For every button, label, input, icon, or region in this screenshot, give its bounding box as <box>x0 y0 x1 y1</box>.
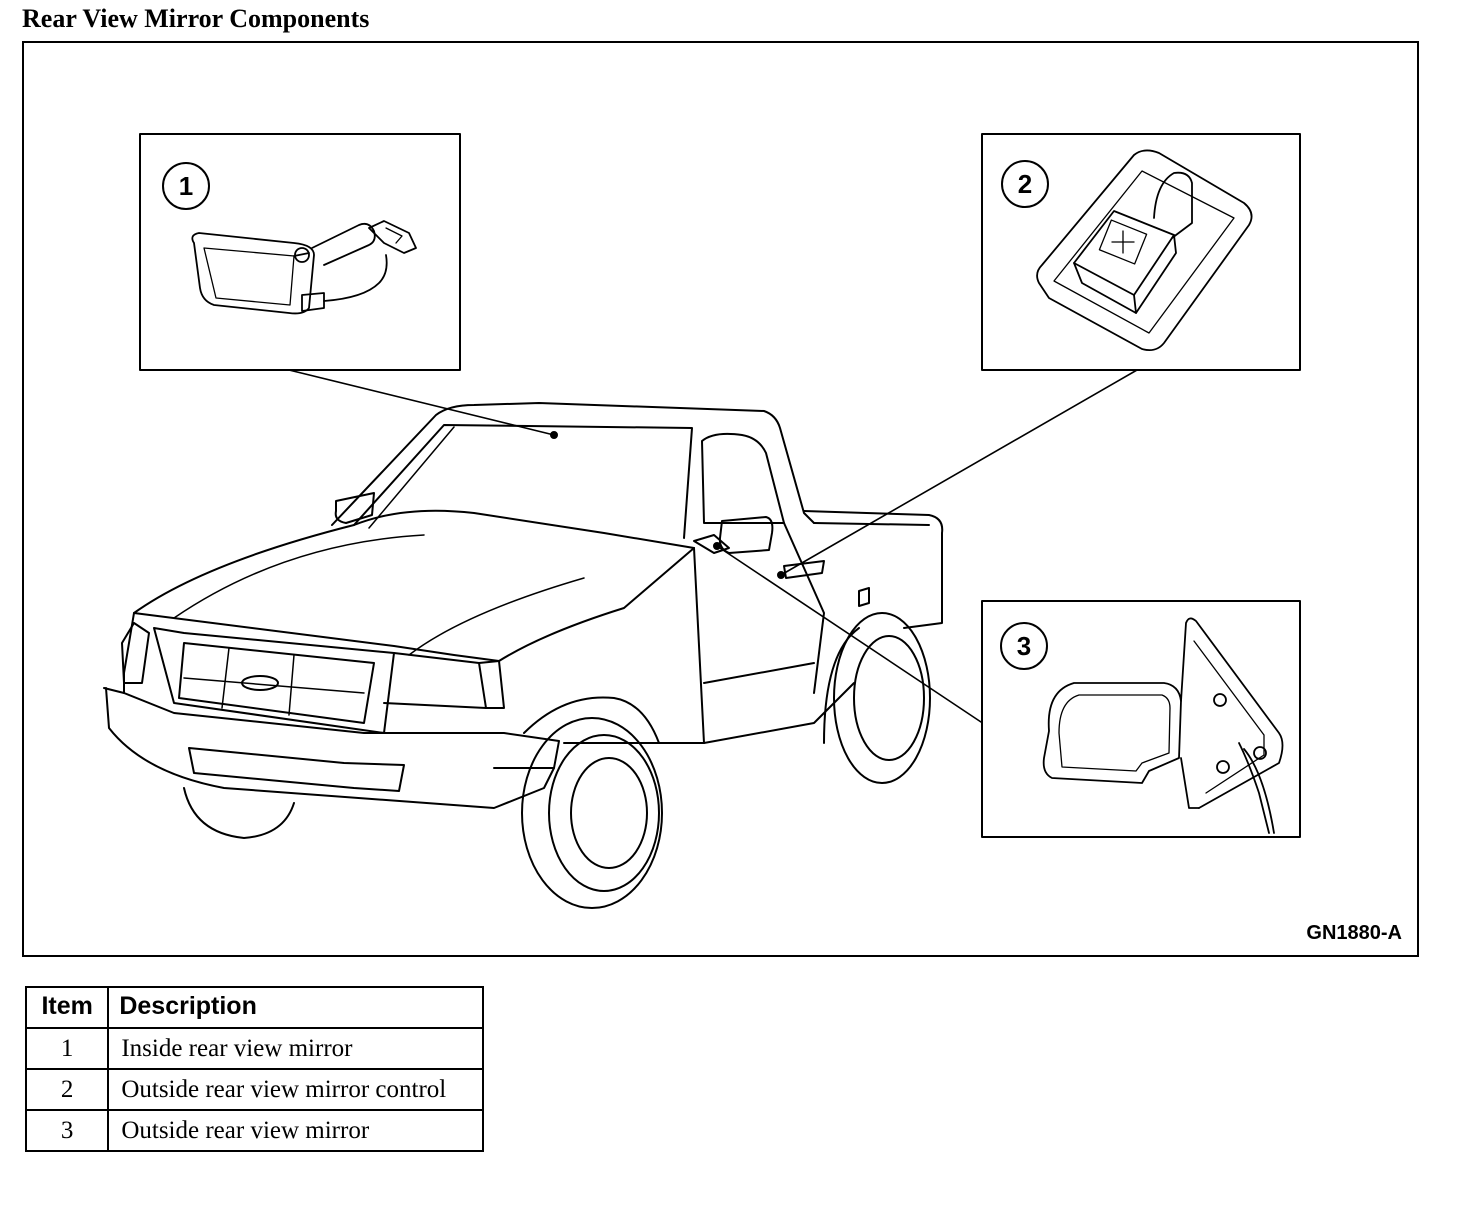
legend-header-item: Item <box>24 986 110 1029</box>
leader-line-2 <box>780 369 1138 576</box>
pickup-truck-drawing <box>103 402 944 909</box>
table-row: 1 Inside rear view mirror <box>24 1027 484 1070</box>
legend-table: Item Description 1 Inside rear view mirr… <box>24 986 484 1152</box>
leader-dot-1 <box>550 431 558 439</box>
callout-number-3: 3 <box>1017 631 1031 661</box>
callout-number-2: 2 <box>1018 169 1032 199</box>
legend-item-number: 3 <box>24 1109 110 1152</box>
table-row: 2 Outside rear view mirror control <box>24 1068 484 1111</box>
table-row: 3 Outside rear view mirror <box>24 1109 484 1152</box>
callout-box-3: 3 <box>981 600 1301 838</box>
leader-dot-3 <box>713 542 721 550</box>
callout-box-2: 2 <box>981 133 1301 371</box>
legend-item-number: 1 <box>24 1027 110 1070</box>
legend-item-number: 2 <box>24 1068 110 1111</box>
figure-id-label: GN1880-A <box>1306 922 1402 944</box>
diagram-figure: 1 2 <box>22 41 1419 957</box>
legend-item-description: Outside rear view mirror control <box>107 1068 484 1111</box>
leader-line-3 <box>716 545 982 723</box>
mirror-control-switch-drawing <box>1036 149 1253 352</box>
leader-dot-2 <box>777 571 785 579</box>
page-title: Rear View Mirror Components <box>22 4 370 33</box>
legend-item-description: Outside rear view mirror <box>107 1109 484 1152</box>
outside-mirror-drawing <box>1042 617 1284 834</box>
callout-number-1: 1 <box>179 171 193 201</box>
truck-illustration: 1 2 <box>103 133 1402 944</box>
legend-header-description: Description <box>107 986 484 1029</box>
legend-item-description: Inside rear view mirror <box>107 1027 484 1070</box>
leader-line-1 <box>288 369 555 436</box>
legend-header-row: Item Description <box>24 986 484 1029</box>
callout-box-1: 1 <box>139 133 461 371</box>
inside-mirror-drawing <box>191 220 417 315</box>
